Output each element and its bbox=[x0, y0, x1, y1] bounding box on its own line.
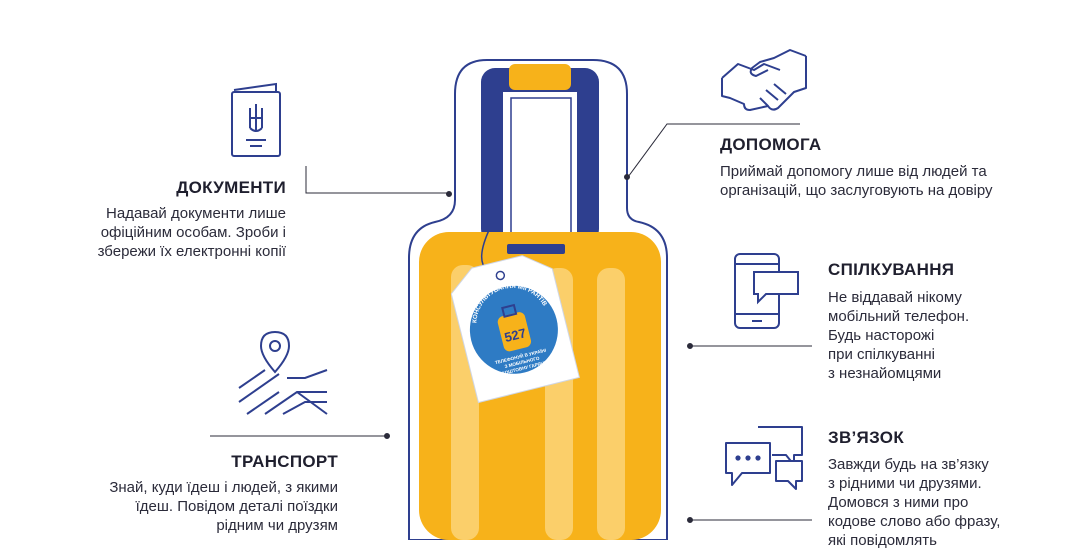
help-title: ДОПОМОГА bbox=[720, 135, 822, 154]
communication-line-1: Не віддавай нікому bbox=[828, 289, 962, 306]
phone-chat-icon bbox=[734, 253, 799, 329]
transport-line-2: їдеш. Повідом деталі поїздки bbox=[135, 498, 338, 515]
transport-line-1: Знай, куди їдеш і людей, з якими bbox=[109, 479, 338, 496]
transport-title: ТРАНСПОРТ bbox=[231, 452, 338, 471]
documents-line-2: офіційним особам. Зроби і bbox=[100, 224, 286, 241]
connection-line-4: кодове слово або фразу, bbox=[828, 513, 1001, 530]
handshake-icon bbox=[721, 49, 807, 111]
help-text: Приймай допомогу лише від людей та орган… bbox=[720, 162, 1070, 200]
luggage-tag: КОНСУЛЬТУВАННЯ МІГРАНТІВ 527 ТЕЛЕФОНУЙ В… bbox=[442, 244, 585, 407]
connection-line-1: Завжди будь на зв’язку bbox=[828, 456, 989, 473]
communication-line-3: Будь насторожі bbox=[828, 327, 935, 344]
suitcase-handle-window bbox=[503, 92, 577, 242]
communication-line-4: при спілкуванні bbox=[828, 346, 935, 363]
documents-title: ДОКУМЕНТИ bbox=[176, 178, 286, 197]
route-pin-icon bbox=[238, 330, 328, 415]
communication-text: Не віддавай нікому мобільний телефон. Бу… bbox=[828, 288, 1068, 383]
documents-line-3: збережи їх електронні копії bbox=[97, 243, 286, 260]
documents-text: Надавай документи лише офіційним особам.… bbox=[40, 204, 286, 261]
transport-text: Знай, куди їдеш і людей, з якими їдеш. П… bbox=[40, 478, 338, 535]
chat-bubbles-icon bbox=[725, 426, 803, 490]
connection-line-3: Домовся з ними про bbox=[828, 494, 969, 511]
communication-line-5: з незнайомцями bbox=[828, 365, 942, 382]
communication-title: СПІЛКУВАННЯ bbox=[828, 260, 955, 279]
tag-number: 527 bbox=[503, 325, 528, 345]
suitcase-handle-grip bbox=[509, 64, 571, 90]
connection-text: Завжди будь на зв’язку з рідними чи друз… bbox=[828, 455, 1068, 550]
transport-line-3: рідним чи друзям bbox=[216, 517, 338, 534]
documents-line-1: Надавай документи лише bbox=[106, 205, 286, 222]
connection-title: ЗВ’ЯЗОК bbox=[828, 428, 904, 447]
connection-line-2: з рідними чи друзями. bbox=[828, 475, 982, 492]
passport-icon bbox=[231, 82, 281, 157]
connection-line-5: які повідомлять bbox=[828, 532, 937, 549]
help-line-2: організацій, що заслуговують на довіру bbox=[720, 182, 993, 199]
help-line-1: Приймай допомогу лише від людей та bbox=[720, 163, 987, 180]
communication-line-2: мобільний телефон. bbox=[828, 308, 970, 325]
